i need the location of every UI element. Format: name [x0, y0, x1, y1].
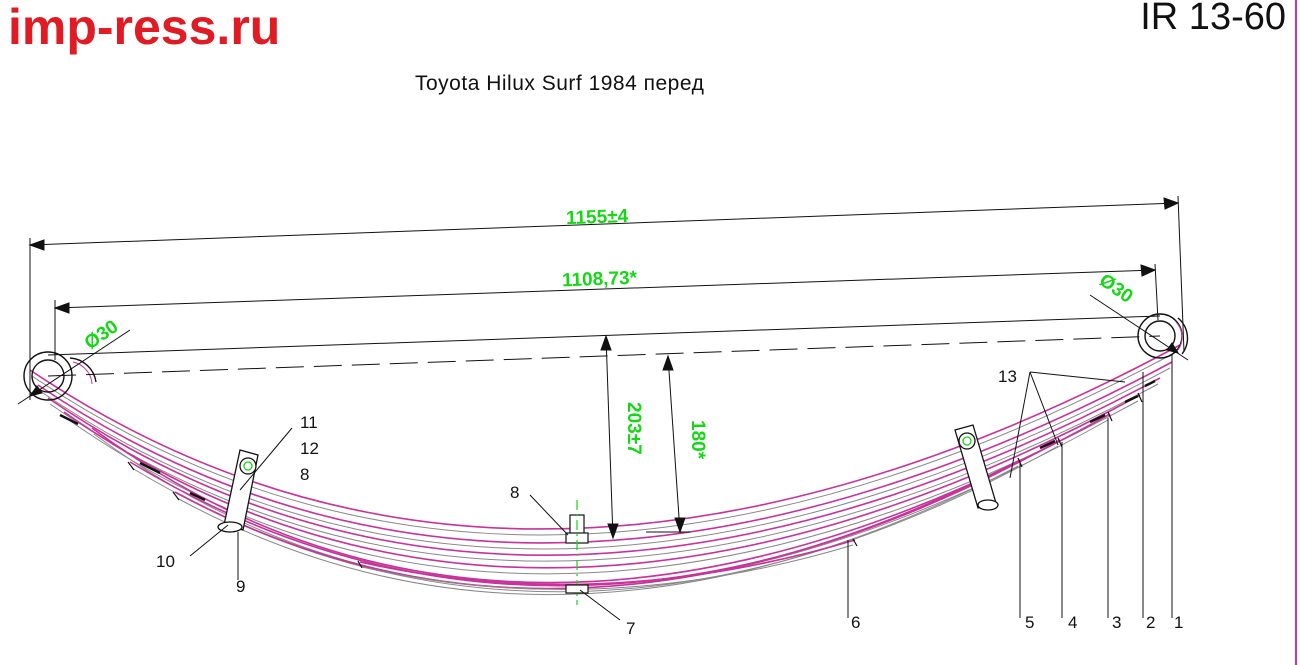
callout-10: 10 [156, 552, 175, 571]
anti-squeak-pads [59, 379, 1156, 502]
callout-11: 11 [300, 413, 318, 432]
brand-logo: imp-ress.ru [8, 0, 281, 55]
right-eye [1137, 313, 1189, 359]
dimension-lines [17, 195, 1189, 540]
leaf-5 [91, 413, 1111, 584]
callout-7: 7 [626, 619, 635, 638]
callout-12: 12 [300, 439, 319, 458]
callout-2: 2 [1146, 613, 1155, 632]
leaf-2-inner [39, 367, 1171, 550]
drawing-code: IR 13-60 [1140, 0, 1286, 38]
callout-4: 4 [1068, 613, 1077, 632]
callout-8-center: 8 [510, 483, 519, 502]
page-edge-line [1295, 0, 1297, 665]
leaf-8 [359, 539, 856, 586]
leaf-6-inner [131, 445, 1059, 593]
dim-arc-height-free: 180* [687, 420, 708, 460]
dim-eye-to-eye: 1108,73* [562, 268, 638, 292]
left-eye [23, 351, 97, 401]
callout-6: 6 [851, 613, 860, 632]
callout-1: 1 [1174, 613, 1183, 632]
dim-arc-height-loaded: 203±7 [623, 402, 644, 455]
dim-overall-length: 1155±4 [566, 206, 629, 229]
callout-8-clamp: 8 [300, 465, 309, 484]
center-bolt [565, 500, 589, 605]
leaf-2 [37, 361, 1173, 544]
callout-9: 9 [236, 577, 245, 596]
right-clamp [954, 424, 999, 511]
callout-3: 3 [1112, 613, 1121, 632]
left-clamp [217, 449, 259, 533]
callout-5: 5 [1025, 613, 1034, 632]
leaf-1-inner [31, 350, 1179, 536]
callout-13: 13 [998, 367, 1017, 386]
leaf-8-inner [361, 544, 854, 590]
drawing-title: Toyota Hilux Surf 1984 перед [415, 72, 705, 95]
leaf-7-inner [176, 465, 1019, 595]
callout-leaders [189, 355, 1173, 621]
leaf-4 [63, 394, 1141, 569]
